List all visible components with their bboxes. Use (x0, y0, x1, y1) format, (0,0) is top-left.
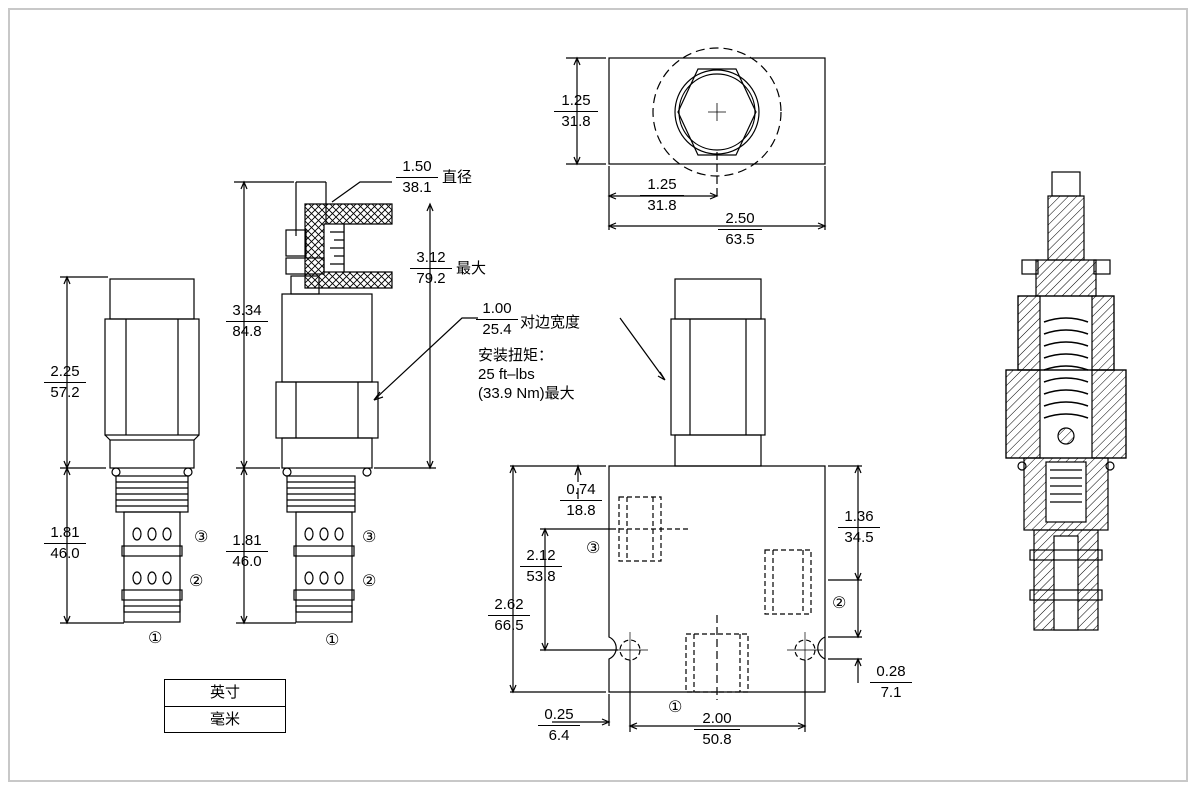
legend-inch: 英寸 (165, 680, 285, 707)
torque-nm: (33.9 Nm)最大 (478, 385, 575, 402)
torque-ftlbs: 25 ft–lbs (478, 366, 535, 383)
dim-1-50-suffix: 直径 (442, 169, 473, 186)
front-view (509, 278, 862, 732)
side-view-left (60, 275, 200, 625)
port-1-left: ① (148, 630, 163, 647)
port-3-knob: ③ (362, 529, 377, 546)
port-3-front: ③ (586, 540, 601, 557)
port-2-front: ② (832, 595, 847, 612)
port-2-knob: ② (362, 573, 377, 590)
port-1-knob: ① (325, 632, 340, 649)
torque-title: 安装扭矩： (478, 347, 554, 364)
port-2-left: ② (189, 573, 204, 590)
units-legend: 英寸 毫米 (164, 679, 286, 733)
dim-3-12-suffix: 最大 (456, 260, 487, 277)
side-view-knob (234, 180, 478, 625)
top-view (566, 47, 827, 230)
section-view (1005, 171, 1127, 631)
port-1-front: ① (668, 699, 683, 716)
legend-mm: 毫米 (209, 711, 240, 728)
port-3-left: ③ (194, 529, 209, 546)
dim-1-00-suffix: 对边宽度 (520, 314, 581, 331)
